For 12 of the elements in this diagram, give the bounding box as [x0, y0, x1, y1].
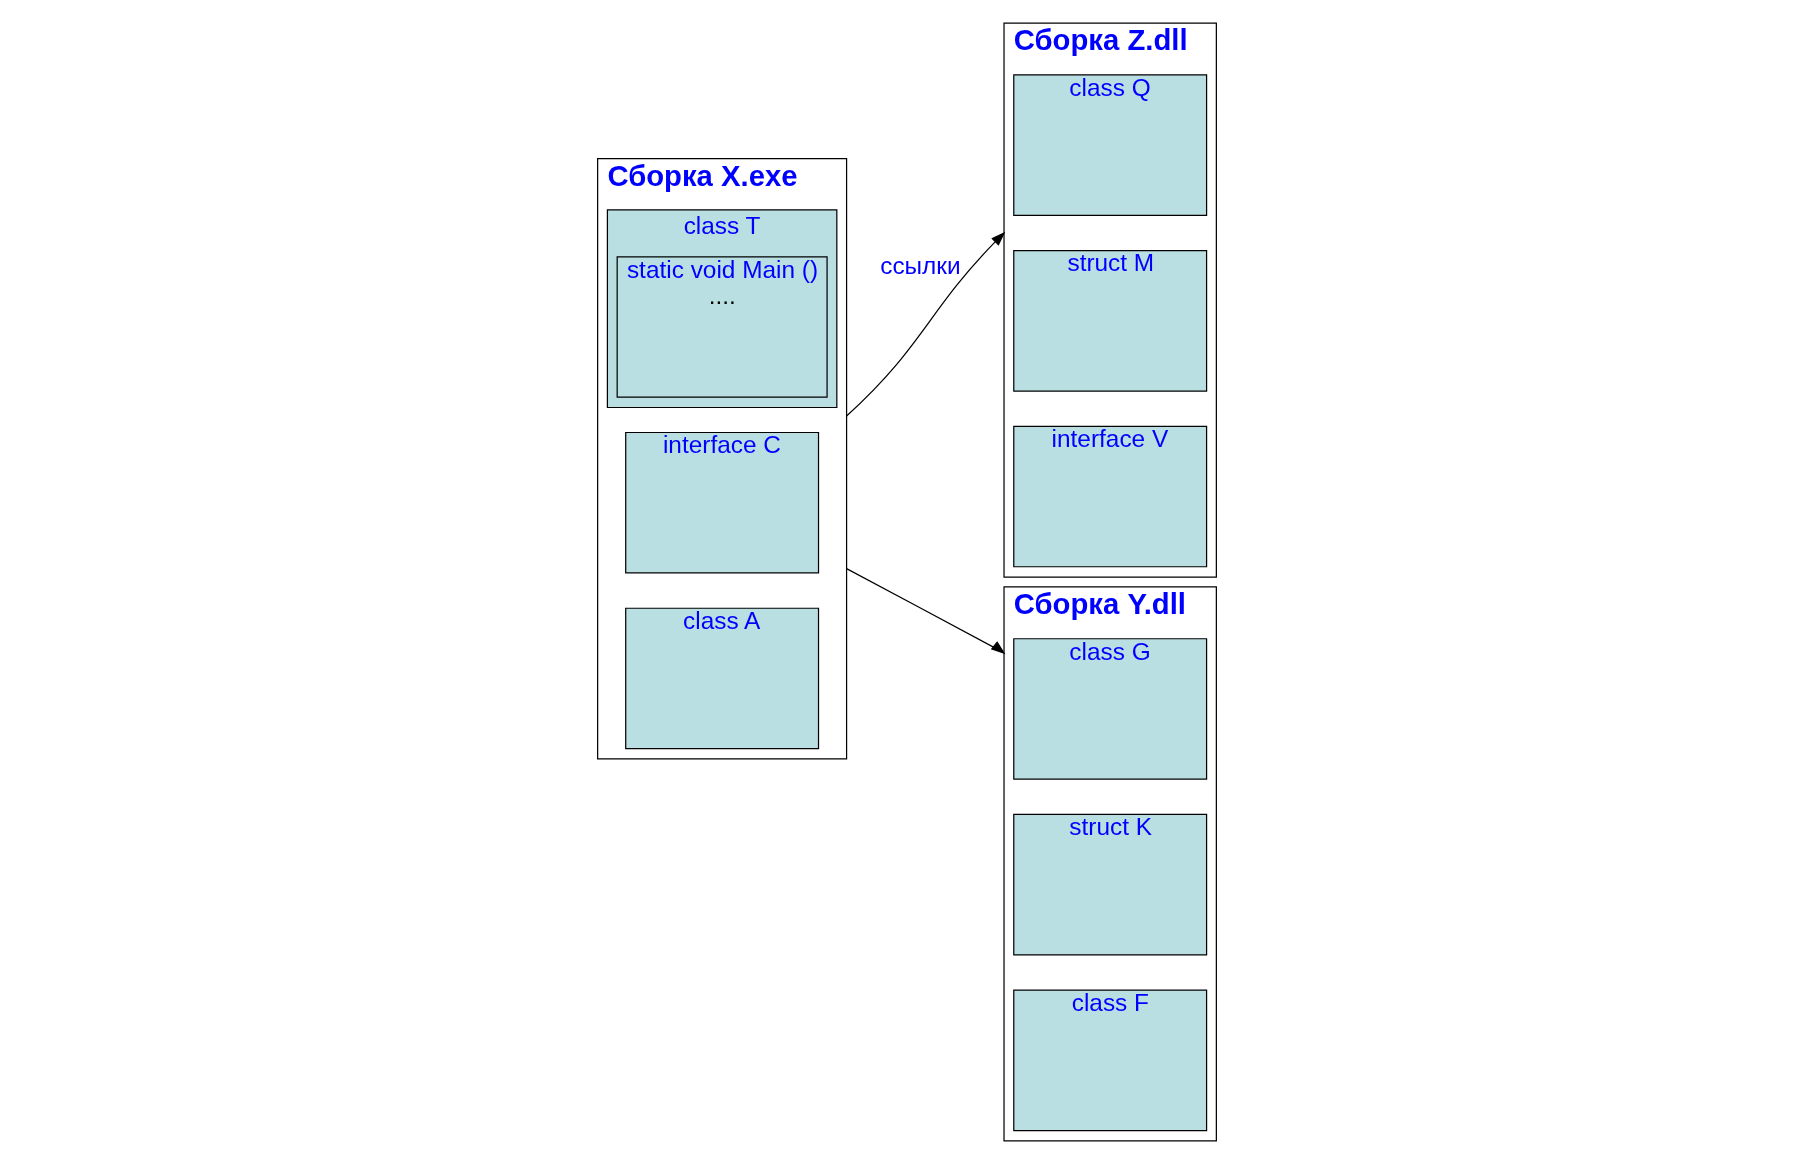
node-box: struct K	[1012, 813, 1207, 956]
edge-label: ссылки	[879, 252, 961, 280]
node-box: class F	[1012, 989, 1207, 1132]
node-box: class Q	[1012, 74, 1207, 216]
arrow	[845, 231, 1005, 417]
node-box: interface C	[624, 431, 819, 574]
arrow	[845, 568, 1005, 655]
node-box: static void Main () ....	[616, 256, 828, 398]
node-box: class G	[1012, 638, 1207, 780]
node-box: struct M	[1012, 250, 1207, 392]
node-box: interface V	[1012, 425, 1207, 568]
node-box: class A	[624, 607, 819, 750]
